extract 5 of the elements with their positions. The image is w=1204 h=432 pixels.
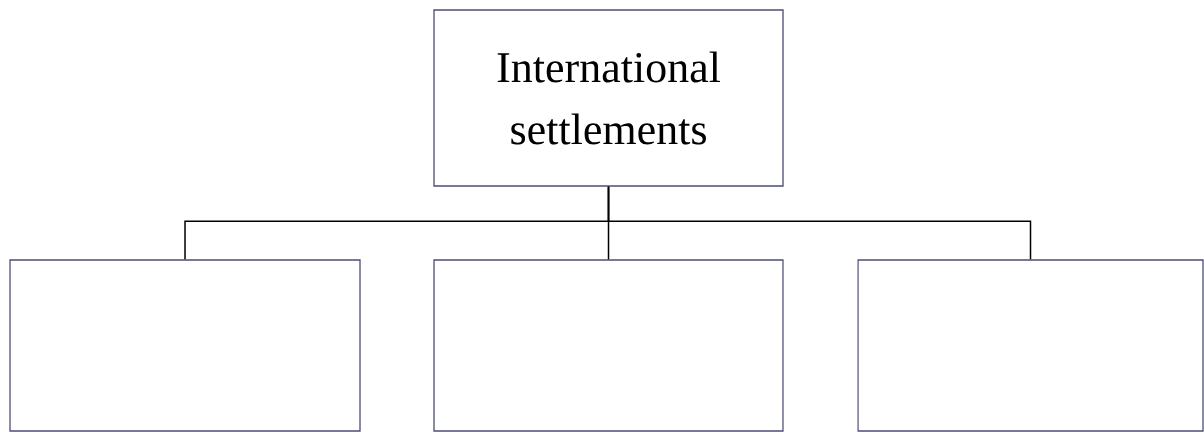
title-box: International settlements	[433, 9, 784, 187]
empty-box	[9, 259, 361, 432]
empty-box	[433, 259, 784, 432]
connector-line	[607, 185, 1032, 261]
empty-box	[857, 259, 1204, 432]
